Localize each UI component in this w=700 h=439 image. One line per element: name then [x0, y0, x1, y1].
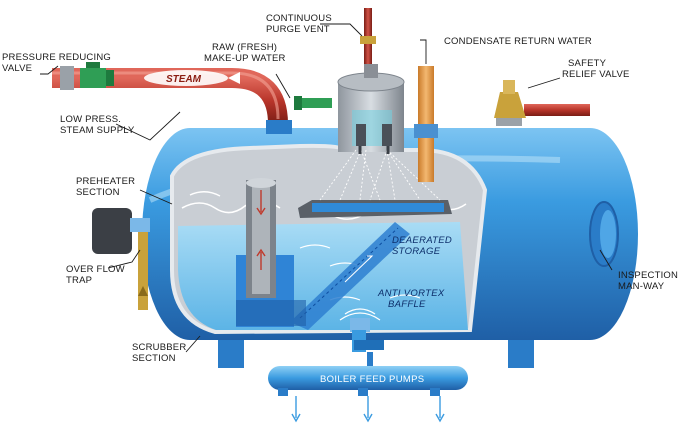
label-over-flow-trap-2: TRAP: [66, 275, 92, 286]
scrubber-column: [236, 178, 306, 327]
label-continuous-purge-vent-1: CONTINUOUS: [266, 13, 332, 24]
pressure-reducing-valve: [80, 62, 114, 88]
label-deaerated-storage-2: STORAGE: [392, 246, 441, 257]
anti-vortex-baffle: [339, 308, 381, 332]
label-scrubber-section-2: SECTION: [132, 353, 176, 364]
overflow-trap: [92, 208, 150, 310]
storage-channel: [290, 222, 410, 330]
label-preheater-section-2: SECTION: [76, 187, 120, 198]
inspection-manway: [589, 201, 619, 267]
label-over-flow-trap-1: OVER FLOW: [66, 264, 125, 275]
label-continuous-purge-vent-2: PURGE VENT: [266, 24, 330, 35]
label-anti-vortex-baffle-1: ANTI VORTEX: [377, 288, 445, 299]
condensate-return-pipe: [414, 66, 438, 182]
label-raw-makeup-water-2: MAKE-UP WATER: [204, 53, 286, 64]
label-pressure-reducing-valve-2: VALVE: [2, 63, 32, 74]
label-condensate-return-water: CONDENSATE RETURN WATER: [444, 36, 592, 47]
label-safety-relief-valve-1: SAFETY: [568, 58, 607, 69]
label-inspection-manway-2: MAN-WAY: [618, 281, 665, 292]
label-pressure-reducing-valve-1: PRESSURE REDUCING: [2, 52, 111, 63]
leader-lines: [40, 23, 613, 353]
steam-text: STEAM: [166, 74, 202, 85]
safety-relief-valve: [494, 80, 590, 126]
makeup-water-inlet: [294, 96, 332, 110]
label-low-press-steam-supply-2: STEAM SUPPLY: [60, 125, 135, 136]
label-boiler-feed-pumps: BOILER FEED PUMPS: [320, 374, 424, 385]
label-scrubber-section-1: SCRUBBER: [132, 342, 186, 353]
boiler-feed-pumps: [268, 330, 468, 423]
label-raw-makeup-water-1: RAW (FRESH): [212, 42, 277, 53]
label-safety-relief-valve-2: RELIEF VALVE: [562, 69, 630, 80]
spray-tray: [298, 200, 452, 218]
label-anti-vortex-baffle-2: BAFFLE: [388, 299, 426, 310]
steam-flow-label: STEAM: [144, 70, 240, 86]
label-preheater-section-1: PREHEATER: [76, 176, 135, 187]
continuous-purge-vent: [360, 8, 378, 78]
label-deaerated-storage-1: DEAERATED: [392, 235, 452, 246]
label-low-press-steam-supply-1: LOW PRESS.: [60, 114, 121, 125]
deaerator-dome: [319, 72, 441, 201]
label-inspection-manway-1: INSPECTION: [618, 270, 678, 281]
diagram-labels: CONTINUOUS PURGE VENT CONDENSATE RETURN …: [2, 13, 678, 385]
